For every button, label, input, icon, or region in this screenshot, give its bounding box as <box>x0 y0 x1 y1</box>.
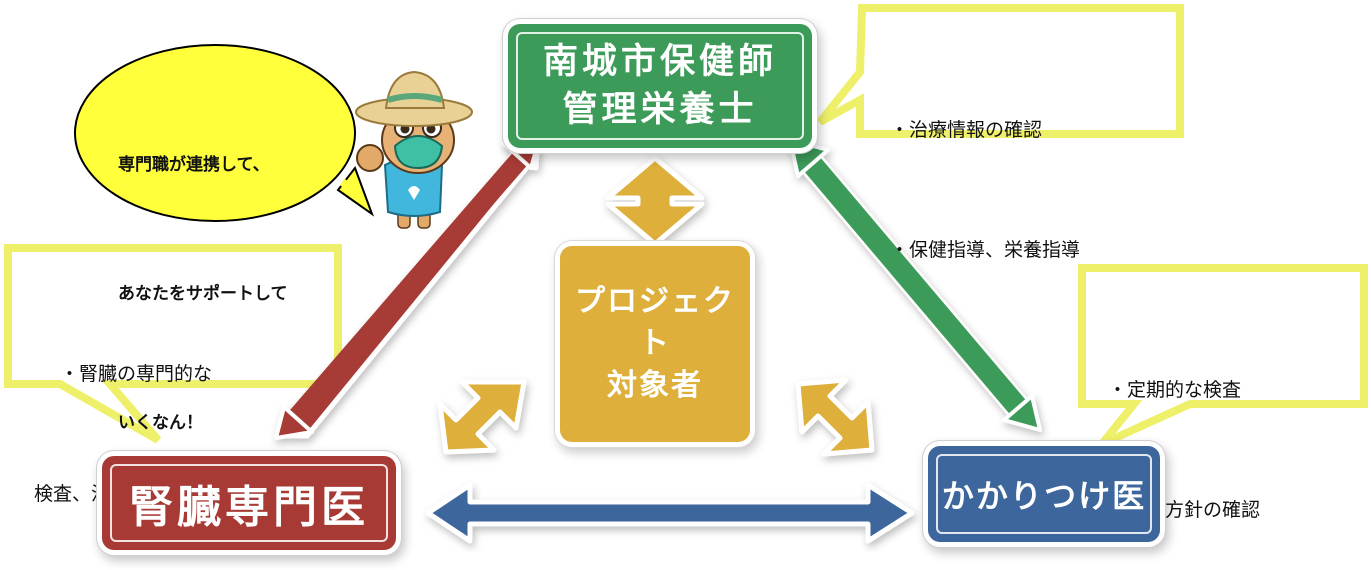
arrow-nephrology-target <box>437 379 527 455</box>
node-health-line-1: 南城市保健師 <box>542 42 777 82</box>
arrow-nephrology-health <box>274 134 542 440</box>
node-health: 南城市保健師 管理栄養士 <box>508 24 812 148</box>
arrow-health-family <box>788 138 1042 432</box>
straw-hat-mascot-icon <box>355 70 473 229</box>
callout-family-doctor-line-1: ・定期的な検査 <box>1108 379 1242 401</box>
callout-health-text: ・治療情報の確認 ・保健指導、栄養指導 <box>890 30 1080 310</box>
node-family-doctor: かかりつけ医 <box>928 446 1160 542</box>
arrow-family-target <box>795 377 875 457</box>
speech-bubble-text: 専門職が連携して、 あなたをサポートして いくなん！ <box>118 58 288 488</box>
node-nephrology: 腎臓専門医 <box>102 456 396 550</box>
node-target-line-1: プロジェクト <box>575 284 735 361</box>
diagram-canvas <box>4 4 1368 544</box>
speech-line-3: いくなん！ <box>118 413 203 433</box>
node-target-line-2: 対象者 <box>607 368 703 403</box>
node-target: プロジェクト 対象者 <box>560 246 750 442</box>
node-health-line-2: 管理栄養士 <box>562 90 758 130</box>
node-nephrology-label: 腎臓専門医 <box>129 482 369 533</box>
callout-family-doctor <box>1078 264 1368 448</box>
callout-health <box>816 4 1184 138</box>
speech-bubble <box>74 44 375 222</box>
node-family-doctor-label: かかりつけ医 <box>941 477 1147 515</box>
arrow-health-target <box>605 155 705 247</box>
speech-line-2: あなたをサポートして <box>118 284 288 304</box>
callout-nephrology-line-1: ・腎臓の専門的な <box>60 363 213 385</box>
speech-line-1: 専門職が連携して、 <box>118 155 270 175</box>
callout-health-line-2: ・保健指導、栄養指導 <box>890 239 1081 261</box>
callout-nephrology <box>4 244 342 444</box>
callout-health-line-1: ・治療情報の確認 <box>890 119 1043 141</box>
arrow-nephrology-family <box>425 482 915 544</box>
